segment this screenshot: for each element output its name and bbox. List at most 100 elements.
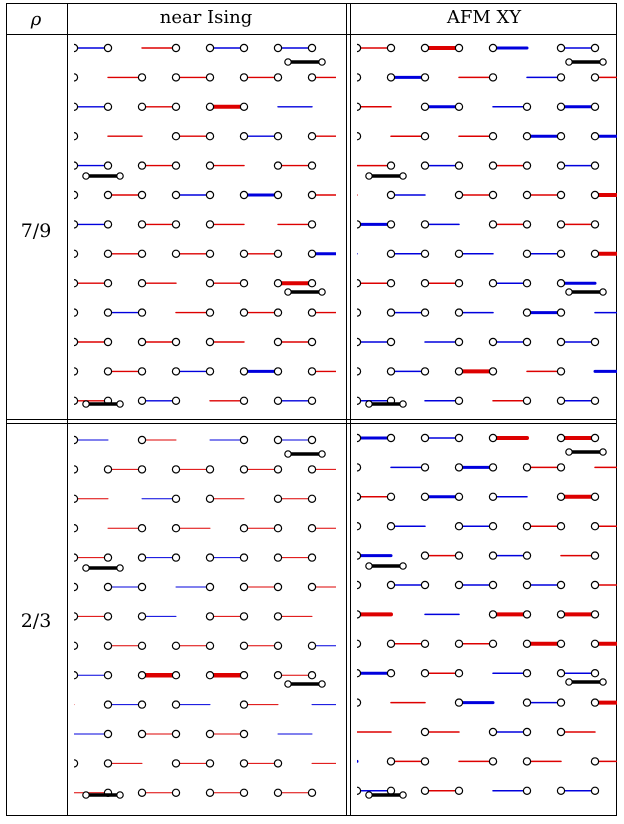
lattice-site <box>36 280 43 287</box>
lattice-site <box>353 699 360 706</box>
lattice-site <box>138 554 145 561</box>
lattice-site <box>274 368 281 375</box>
dimer-marker-end <box>400 401 406 407</box>
lattice-site <box>308 15 315 22</box>
lattice-site <box>444 133 451 140</box>
lattice-site <box>478 456 485 463</box>
lattice-site <box>138 407 145 414</box>
lattice-site <box>138 436 145 443</box>
lattice-site <box>319 464 326 471</box>
lattice-site <box>376 760 383 767</box>
lattice-site <box>512 250 519 257</box>
lattice-site <box>557 133 564 140</box>
dimer-marker-end <box>319 289 325 295</box>
lattice-site <box>523 250 530 257</box>
lattice-site <box>353 133 360 140</box>
lattice-site <box>285 493 292 500</box>
lattice-site <box>421 162 428 169</box>
lattice-site <box>421 15 428 22</box>
lattice-site <box>523 221 530 228</box>
lattice-site <box>138 74 145 81</box>
lattice-site <box>172 133 179 140</box>
lattice-site <box>523 728 530 735</box>
lattice-site <box>376 407 383 414</box>
lattice-site <box>206 250 213 257</box>
lattice-site <box>421 133 428 140</box>
lattice-site <box>489 74 496 81</box>
lattice-site <box>70 338 77 345</box>
lattice-site <box>70 44 77 51</box>
lattice-site <box>104 44 111 51</box>
lattice-site <box>523 397 530 404</box>
dimer-marker-end <box>600 59 606 65</box>
lattice-site <box>319 552 326 559</box>
lattice-site <box>240 701 247 708</box>
lattice-site <box>455 670 462 677</box>
lattice-site <box>478 789 485 796</box>
lattice-site <box>172 221 179 228</box>
lattice-site <box>421 74 428 81</box>
lattice-site <box>36 583 43 590</box>
lattice-site <box>455 405 462 412</box>
lattice-site <box>421 103 428 110</box>
lattice-site <box>70 250 77 257</box>
lattice-site <box>240 466 247 473</box>
lattice-site <box>308 191 315 198</box>
lattice-site <box>557 670 564 677</box>
lattice-site <box>138 338 145 345</box>
lattice-site <box>353 523 360 530</box>
lattice-site <box>319 397 326 404</box>
lattice-site <box>274 436 281 443</box>
lattice-site <box>172 495 179 502</box>
lattice-site <box>274 74 281 81</box>
lattice-site <box>251 552 258 559</box>
dimer-marker-end <box>366 401 372 407</box>
lattice-site <box>353 280 360 287</box>
lattice-site <box>478 338 485 345</box>
lattice-site <box>36 44 43 51</box>
lattice-site <box>455 103 462 110</box>
lattice-site <box>172 368 179 375</box>
lattice-site <box>455 338 462 345</box>
lattice-site <box>70 456 77 463</box>
lattice-site <box>36 672 43 679</box>
lattice-site <box>376 250 383 257</box>
lattice-site <box>376 525 383 532</box>
lattice-site <box>353 44 360 51</box>
lattice-site <box>376 74 383 81</box>
lattice-site <box>308 456 315 463</box>
lattice-site <box>512 525 519 532</box>
lattice-site <box>387 338 394 345</box>
lattice-site <box>206 730 213 737</box>
lattice-site <box>489 728 496 735</box>
lattice-site <box>319 434 326 441</box>
lattice-site <box>387 280 394 287</box>
lattice-site <box>285 611 292 618</box>
lattice-site <box>36 554 43 561</box>
lattice-site <box>591 250 598 257</box>
lattice-site <box>421 44 428 51</box>
lattice-site <box>70 525 77 532</box>
lattice-site <box>206 583 213 590</box>
lattice-site <box>353 552 360 559</box>
lattice-site <box>410 456 417 463</box>
lattice-site <box>557 338 564 345</box>
lattice-site <box>523 191 530 198</box>
lattice-site <box>557 15 564 22</box>
lattice-site <box>319 221 326 228</box>
lattice-site <box>410 338 417 345</box>
dimer-marker-end <box>600 679 606 685</box>
lattice-site <box>387 15 394 22</box>
lattice-site <box>444 250 451 257</box>
lattice-site <box>308 466 315 473</box>
lattice-site <box>591 133 598 140</box>
lattice-site <box>387 309 394 316</box>
lattice-site <box>353 611 360 618</box>
header-near-ising: near Ising <box>160 7 253 28</box>
lattice-site <box>240 280 247 287</box>
lattice-site <box>70 436 77 443</box>
lattice-site <box>240 456 247 463</box>
lattice-site <box>353 640 360 647</box>
lattice-site <box>172 191 179 198</box>
lattice-site <box>36 730 43 737</box>
